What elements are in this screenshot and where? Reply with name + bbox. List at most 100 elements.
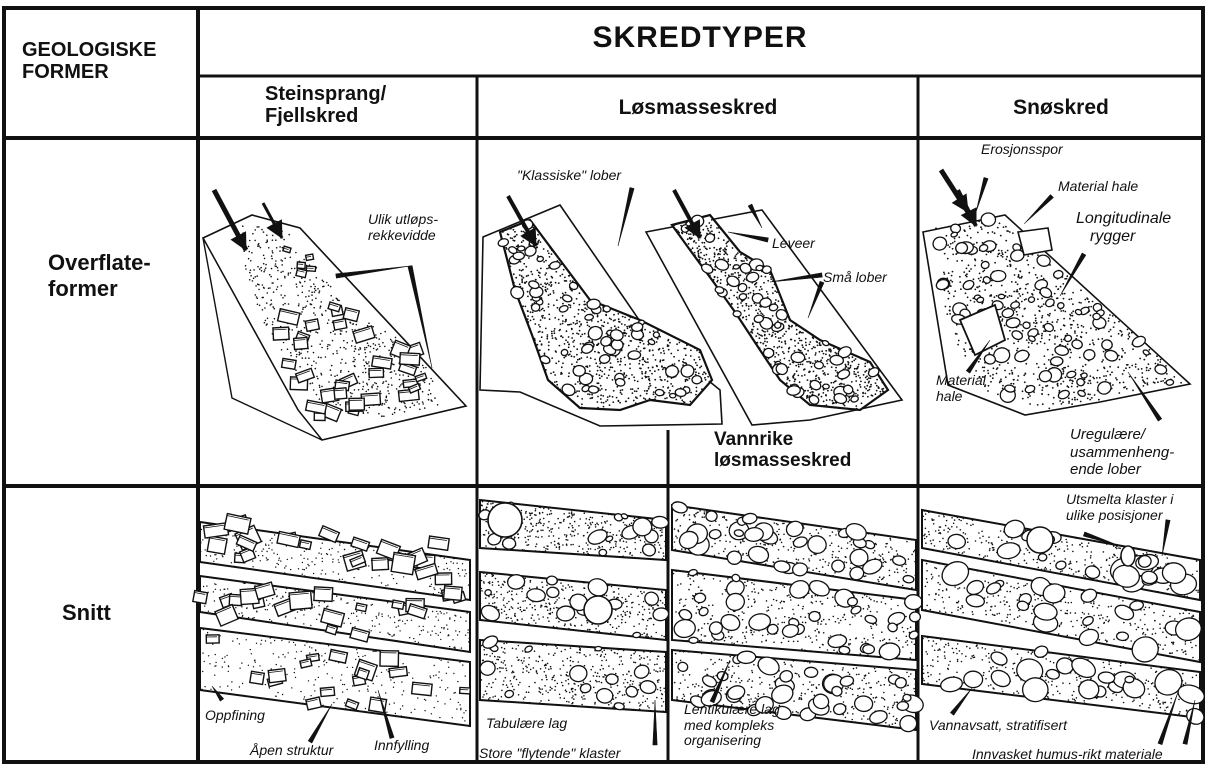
stipple-dot xyxy=(269,687,270,688)
stipple-dot xyxy=(488,501,490,503)
stipple-dot xyxy=(1022,390,1024,392)
stipple-dot xyxy=(658,542,660,544)
stipple-dot xyxy=(695,371,697,373)
stipple-dot xyxy=(1036,343,1038,345)
stipple-dot xyxy=(317,332,319,334)
stipple-dot xyxy=(820,359,822,361)
stipple-dot xyxy=(562,293,564,295)
stipple-dot xyxy=(601,388,603,390)
stipple-dot xyxy=(686,344,688,346)
stipple-dot xyxy=(303,614,304,615)
stipple-dot xyxy=(1071,324,1073,326)
stipple-dot xyxy=(278,560,279,561)
stipple-dot xyxy=(1058,288,1060,290)
stipple-dot xyxy=(565,539,567,541)
stipple-dot xyxy=(282,597,283,598)
stipple-dot xyxy=(241,612,242,613)
stipple-dot xyxy=(321,553,322,554)
stipple-dot xyxy=(742,260,744,262)
stipple-dot xyxy=(1039,310,1041,312)
stipple-dot xyxy=(608,375,610,377)
stipple-dot xyxy=(360,348,362,350)
stipple-dot xyxy=(311,345,313,347)
stipple-dot xyxy=(547,283,549,285)
stipple-dot xyxy=(419,626,420,627)
stipple-dot xyxy=(540,319,542,321)
stipple-dot xyxy=(1017,341,1019,343)
stipple-dot xyxy=(597,365,599,367)
stipple-dot xyxy=(751,332,753,334)
stipple-dot xyxy=(458,568,459,569)
stipple-dot xyxy=(764,338,766,340)
stipple-dot xyxy=(381,415,383,417)
stipple-dot xyxy=(760,342,762,344)
stipple-dot xyxy=(706,225,708,227)
stipple-dot xyxy=(537,344,539,346)
stipple-dot xyxy=(440,639,441,640)
stipple-dot xyxy=(559,522,561,524)
clast xyxy=(1166,379,1174,386)
stipple-dot xyxy=(695,394,697,396)
stipple-dot xyxy=(386,712,387,713)
stipple-dot xyxy=(978,278,980,280)
stipple-dot xyxy=(800,350,802,352)
stipple-dot xyxy=(579,304,581,306)
stipple-dot xyxy=(374,626,375,627)
stipple-dot xyxy=(345,708,346,709)
stipple-dot xyxy=(595,526,597,528)
stipple-dot xyxy=(688,378,690,380)
stipple-dot xyxy=(313,352,315,354)
stipple-dot xyxy=(1110,329,1112,331)
stipple-dot xyxy=(234,549,235,550)
stipple-dot xyxy=(547,527,549,529)
stipple-dot xyxy=(512,240,514,242)
stipple-dot xyxy=(637,381,639,383)
stipple-dot xyxy=(383,415,385,417)
stipple-dot xyxy=(1023,374,1025,376)
stipple-dot xyxy=(332,677,333,678)
stipple-dot xyxy=(1013,342,1015,344)
stipple-dot xyxy=(946,313,948,315)
clast xyxy=(517,246,525,251)
stipple-dot xyxy=(320,301,322,303)
stipple-dot xyxy=(835,380,837,382)
stipple-dot xyxy=(743,325,745,327)
stipple-dot xyxy=(202,671,203,672)
stipple-dot xyxy=(1090,382,1092,384)
stipple-dot xyxy=(365,368,367,370)
stipple-dot xyxy=(1020,288,1022,290)
stipple-dot xyxy=(558,527,560,529)
stipple-dot xyxy=(322,558,323,559)
stipple-dot xyxy=(745,303,747,305)
stipple-dot xyxy=(644,390,646,392)
stipple-dot xyxy=(654,528,656,530)
stipple-dot xyxy=(456,563,457,564)
stipple-dot xyxy=(405,407,407,409)
stipple-dot xyxy=(664,541,666,543)
stipple-dot xyxy=(275,260,277,262)
stipple-dot xyxy=(830,382,832,384)
stipple-dot xyxy=(1017,291,1019,293)
stipple-dot xyxy=(274,640,275,641)
stipple-dot xyxy=(332,561,333,562)
stipple-dot xyxy=(705,373,707,375)
stipple-dot xyxy=(252,280,254,282)
stipple-dot xyxy=(659,348,661,350)
stipple-dot xyxy=(1019,295,1021,297)
stipple-dot xyxy=(1009,231,1011,233)
stipple-dot xyxy=(734,272,736,274)
stipple-dot xyxy=(411,620,412,621)
stipple-dot xyxy=(992,377,994,379)
stipple-dot xyxy=(828,348,830,350)
stipple-dot xyxy=(273,553,274,554)
stipple-dot xyxy=(513,229,515,231)
stipple-dot xyxy=(867,396,869,398)
stipple-dot xyxy=(314,291,316,293)
stipple-dot xyxy=(839,383,841,385)
stipple-dot xyxy=(715,284,717,286)
stipple-dot xyxy=(1080,289,1082,291)
stipple-dot xyxy=(1022,294,1024,296)
stipple-dot xyxy=(662,558,664,560)
stipple-dot xyxy=(743,280,745,282)
stipple-dot xyxy=(982,367,984,369)
